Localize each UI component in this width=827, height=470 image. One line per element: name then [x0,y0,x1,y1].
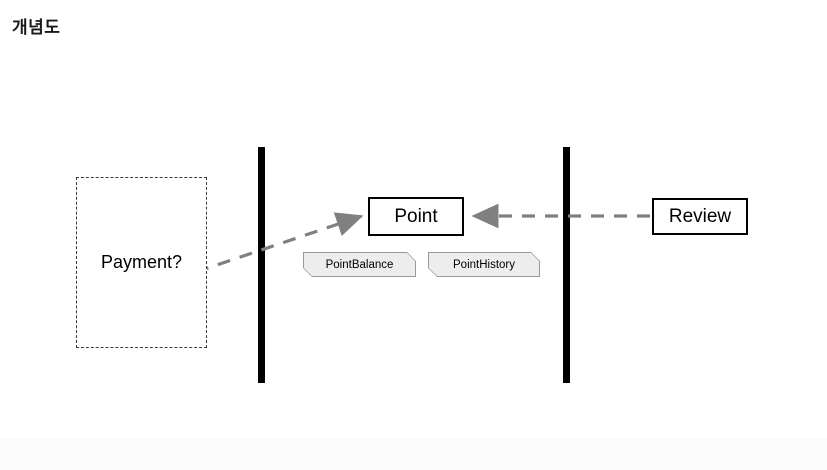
node-point-history[interactable]: PointHistory [429,253,539,276]
node-point[interactable]: Point [368,197,464,236]
boundary-bar-left [258,147,265,383]
node-payment[interactable]: Payment? [76,177,207,348]
node-review-label: Review [668,205,732,227]
node-review[interactable]: Review [652,198,748,235]
boundary-bar-right [563,147,570,383]
node-point-balance[interactable]: PointBalance [304,253,415,276]
node-point-label: Point [394,205,438,227]
page-title: 개념도 [12,18,61,37]
node-point-balance-label: PointBalance [325,258,394,271]
page-edge-divider [0,438,827,470]
node-point-history-label: PointHistory [453,258,515,271]
node-payment-label: Payment? [100,252,183,272]
